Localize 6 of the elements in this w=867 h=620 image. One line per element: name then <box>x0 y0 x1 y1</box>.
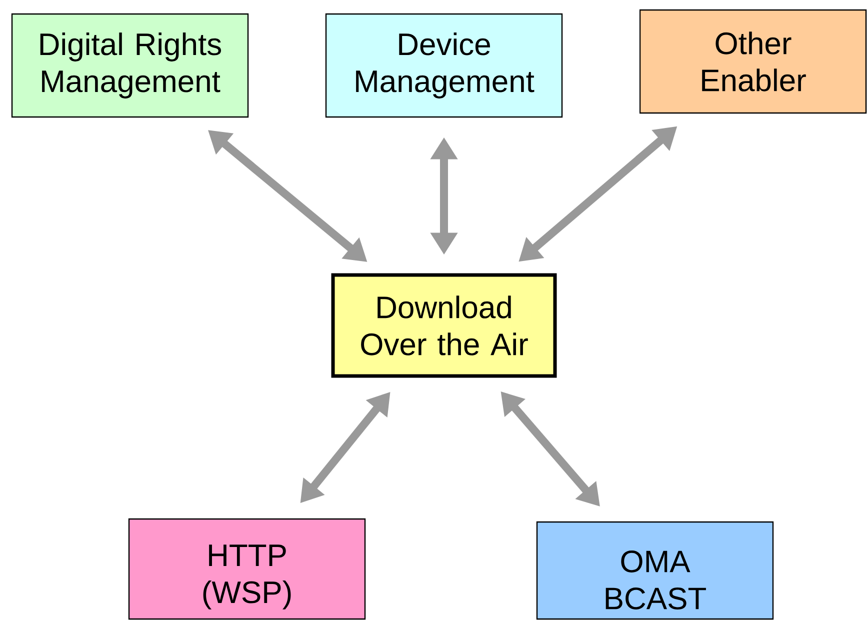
box: Digital Rights Management <box>11 13 249 118</box>
box: Download Over the Air <box>331 273 557 378</box>
box: Device Management <box>325 13 563 118</box>
box: Other Enabler <box>639 9 867 114</box>
box: OMA BCAST <box>536 521 774 620</box>
box: HTTP (WSP) <box>128 518 366 620</box>
